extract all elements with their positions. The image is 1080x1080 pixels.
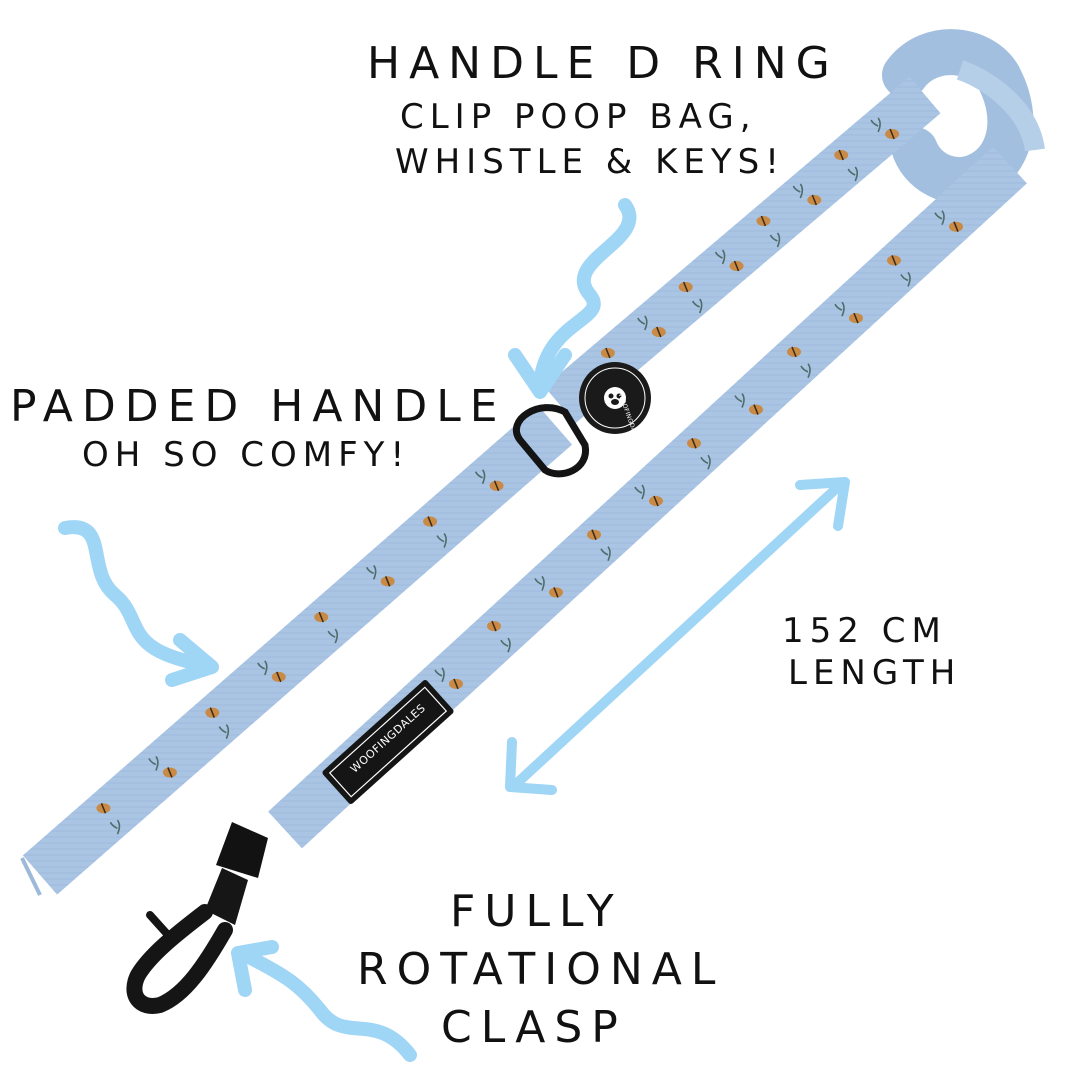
leaf-motif [434,667,445,683]
bee-stripe [591,529,597,540]
bee-stripe [491,620,497,632]
leaf-motif [109,819,121,835]
bee-stripe [209,707,216,718]
leash-strand-upper [544,76,941,424]
length-value: 152 CM [782,611,947,651]
bee-stripe [656,326,662,338]
padded-handle-subtitle: OH SO COMFY! [82,435,411,475]
padded-handle-title: PADDED HANDLE [10,381,507,432]
bee-stripe [493,480,500,492]
bee-stripe [276,671,282,683]
bee-stripe [853,312,859,324]
leaf-motif [634,484,645,500]
leaf-motif [436,533,447,548]
leaf-motif [327,628,339,644]
clasp-line2: ROTATIONAL [357,944,725,995]
round-brand-badge [579,362,651,434]
bee-stripe [891,255,897,266]
arrow-to-d-ring [508,198,637,399]
bee-stripe [733,260,740,272]
bee-stripe [100,802,107,814]
brand-tag [322,680,454,804]
bee-stripe [753,404,759,415]
handle-ring-line1: CLIP POOP BAG, [400,97,757,137]
bee-stripe [791,346,797,358]
leaf-motif [148,755,159,771]
arrow-to-clasp [231,940,417,1062]
leaf-motif [847,166,859,182]
leaf-motif [637,315,648,331]
clasp-line1: FULLY [450,886,623,937]
leaf-motif [870,117,881,133]
leaf-motif [600,546,611,562]
leaf-motif [474,469,486,485]
leaf-motif [800,363,811,379]
bee-stripe [453,678,459,690]
d-ring [513,404,589,478]
leash-strand-lower [20,405,573,896]
bee-stripe [811,194,818,206]
bee-stripe [691,438,697,449]
bee-stripe [605,347,611,359]
bee-stripe [384,576,391,587]
leaf-motif [500,637,511,653]
double-arrow-length [505,477,850,795]
bee-stripe [167,767,173,778]
leaf-motif [934,210,945,226]
handle-ring-line2: WHISTLE & KEYS! [395,142,785,182]
bee-stripe [760,215,767,227]
leaf-motif [900,271,911,287]
leaf-motif [769,232,781,248]
leash-handle-loop [882,29,1045,204]
bee-stripe [553,587,559,598]
bee-stripe [318,611,324,623]
leaf-motif [218,724,230,739]
clasp-line3: CLASP [441,1002,627,1053]
bee-stripe [889,128,895,140]
leaf-motif [257,660,268,676]
bee-stripe [838,149,844,161]
bee-stripe [953,221,959,232]
bee-stripe [682,281,689,293]
leaf-motif [365,564,377,580]
swivel-clasp [126,822,268,1014]
leaf-motif [714,249,726,265]
handle-ring-title: HANDLE D RING [367,38,839,89]
leaf-motif [792,183,804,199]
leaf-motif [691,298,703,314]
arrow-to-padded-handle [58,520,219,687]
leaf-motif [700,454,711,470]
bee-stripe [427,516,433,527]
length-label: LENGTH [788,653,962,693]
leaf-motif [534,575,545,591]
leaf-motif [834,301,845,317]
leaf-motif [734,393,745,408]
bee-stripe [653,495,659,507]
